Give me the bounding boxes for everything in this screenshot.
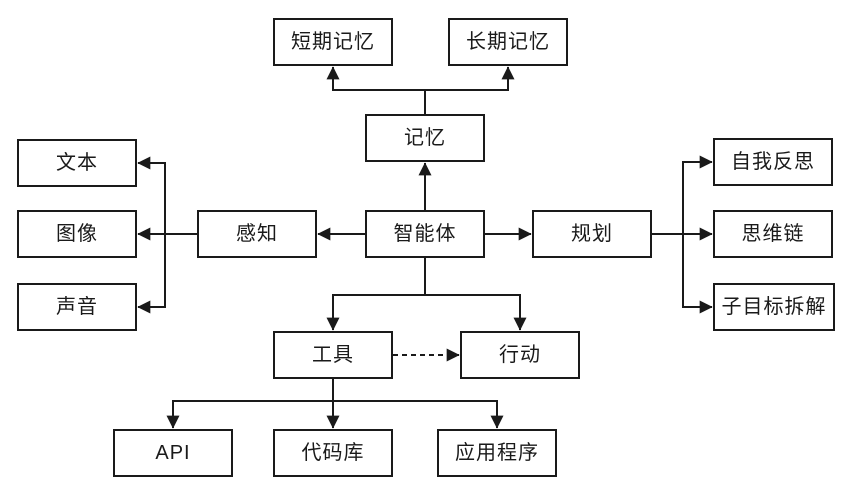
edge-memory-to-short-term-memory — [326, 66, 426, 114]
node-label-short-term-memory: 短期记忆 — [291, 31, 375, 53]
edge-memory-to-long-term-memory — [425, 66, 515, 91]
node-api: API — [113, 429, 233, 477]
edge-group — [137, 66, 713, 429]
node-planning: 规划 — [532, 210, 652, 258]
edge-planning-to-subgoal-decomposition — [682, 234, 713, 314]
node-codebase: 代码库 — [273, 429, 393, 477]
node-label-agent: 智能体 — [393, 223, 457, 245]
edge-agent-to-tools — [326, 258, 426, 331]
node-tools: 工具 — [273, 331, 393, 379]
node-perception: 感知 — [197, 210, 317, 258]
edge-perception-to-sound — [137, 234, 166, 314]
node-short-term-memory: 短期记忆 — [273, 18, 393, 66]
node-label-action: 行动 — [499, 344, 541, 366]
node-label-self-reflection: 自我反思 — [731, 151, 815, 173]
edge-planning-to-self-reflection — [652, 155, 713, 235]
node-image: 图像 — [17, 210, 137, 258]
node-self-reflection: 自我反思 — [713, 138, 833, 186]
node-label-long-term-memory: 长期记忆 — [466, 31, 550, 53]
node-memory: 记忆 — [365, 114, 485, 162]
node-subgoal-decomposition: 子目标拆解 — [713, 283, 835, 331]
node-agent: 智能体 — [365, 210, 485, 258]
node-label-chain-of-thought: 思维链 — [741, 223, 805, 245]
node-label-text: 文本 — [56, 152, 98, 174]
node-label-image: 图像 — [56, 223, 98, 245]
edge-tools-to-api — [166, 400, 333, 429]
node-text: 文本 — [17, 139, 137, 187]
node-label-tools: 工具 — [312, 344, 354, 366]
node-applications: 应用程序 — [437, 429, 557, 477]
node-label-memory: 记忆 — [404, 127, 446, 149]
node-label-codebase: 代码库 — [301, 442, 365, 464]
node-label-applications: 应用程序 — [455, 442, 539, 464]
node-long-term-memory: 长期记忆 — [448, 18, 568, 66]
node-sound: 声音 — [17, 283, 137, 331]
node-label-sound: 声音 — [56, 296, 98, 318]
node-chain-of-thought: 思维链 — [713, 210, 833, 258]
node-label-subgoal-decomposition: 子目标拆解 — [721, 296, 827, 318]
edge-tools-to-applications — [333, 400, 504, 429]
node-label-planning: 规划 — [571, 223, 613, 245]
node-label-api: API — [155, 442, 191, 464]
edge-perception-to-text — [137, 156, 166, 234]
edge-agent-to-action — [425, 294, 527, 331]
node-label-perception: 感知 — [236, 223, 278, 245]
node-action: 行动 — [460, 331, 580, 379]
